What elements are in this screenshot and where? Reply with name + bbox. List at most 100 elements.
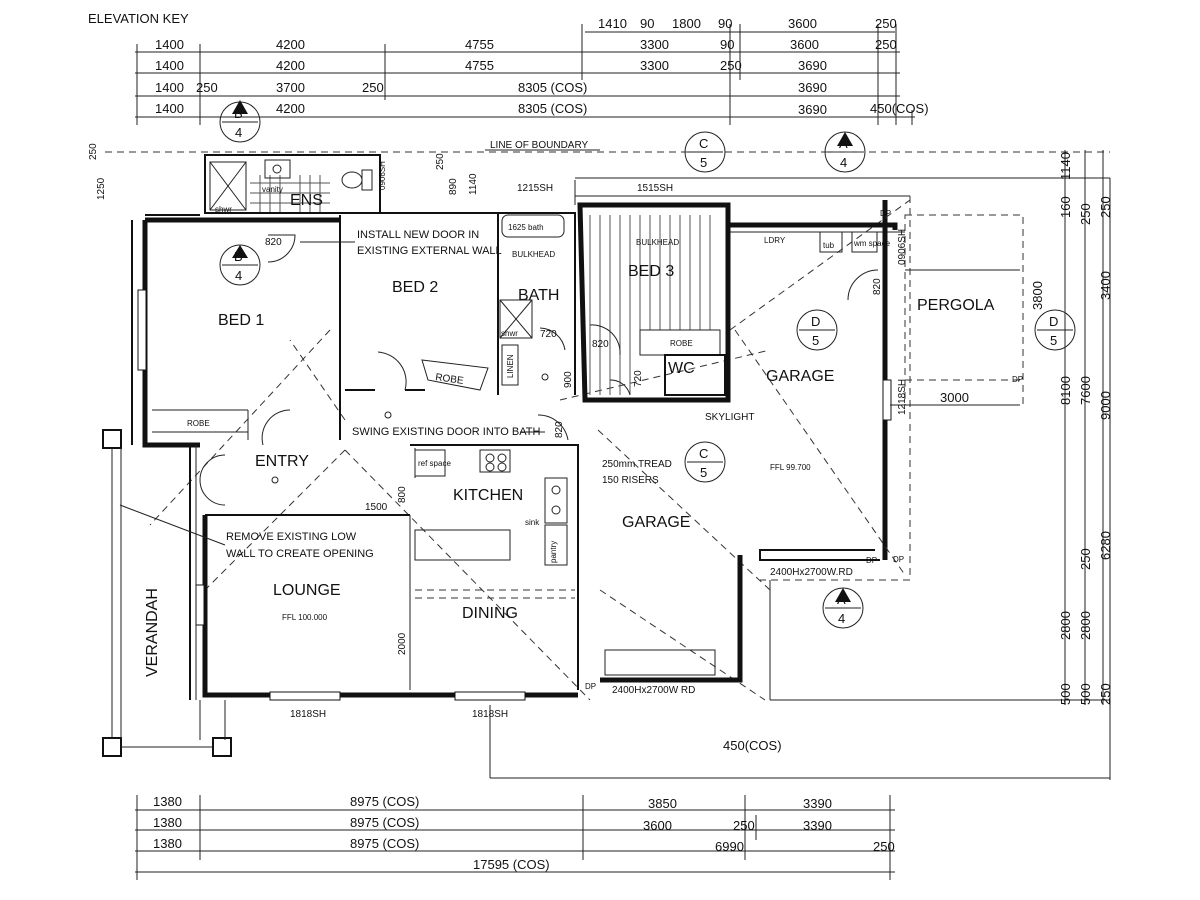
dim-text: 250: [873, 839, 895, 854]
dim-text: 8305 (COS): [518, 101, 587, 116]
linen-label: LINEN: [506, 354, 515, 378]
downpipe-5: DP: [1012, 375, 1023, 384]
ens-shower-label: shwr: [215, 205, 232, 214]
ensuite: shwr vanity ENS 0906SH: [204, 154, 387, 214]
dim-text: 3700: [276, 80, 305, 95]
room-garage-lower: GARAGE: [622, 514, 690, 531]
dim-text: 250: [733, 818, 755, 833]
note-new-door-line2: EXISTING EXTERNAL WALL: [357, 245, 502, 257]
dim-text: 890: [448, 178, 459, 195]
roof-hip-lines: [149, 199, 911, 701]
dim-text: 1410: [598, 16, 627, 31]
dim-text: 4200: [276, 101, 305, 116]
dim-text: 500: [1078, 683, 1093, 705]
overall-length-dim: 17595 (COS): [473, 857, 550, 872]
elevation-marker-a4-bottom: A 4: [822, 587, 864, 629]
dim-text: 250: [1078, 203, 1093, 225]
top-dims-row1: 1400 4200 4755 3300 90 3600 250: [155, 37, 897, 52]
marker-number: 4: [840, 155, 847, 170]
marker-number: 5: [700, 465, 707, 480]
marker-number: 4: [235, 125, 242, 140]
room-lounge: LOUNGE: [273, 582, 341, 599]
laundry-label: LDRY: [764, 236, 786, 245]
dim-text: 1800: [672, 16, 701, 31]
dim-text: 2800: [1058, 611, 1073, 640]
bed1-robe-label: ROBE: [187, 419, 210, 428]
dim-text: 250: [1098, 683, 1113, 705]
room-ens: ENS: [290, 192, 323, 209]
ens-vanity-label: vanity: [262, 185, 283, 194]
dim-text: 250: [88, 143, 99, 160]
dim-text: 250: [1098, 196, 1113, 218]
window-0906sh-ldry: 0906SH: [897, 229, 908, 265]
dim-text: 3850: [648, 796, 677, 811]
ref-space-label: ref space: [418, 459, 451, 468]
dim-text: 4755: [465, 58, 494, 73]
dim-text: 1400: [155, 80, 184, 95]
downpipe-3: DP: [585, 682, 596, 691]
dim-text: 500: [1058, 683, 1073, 705]
fixture-labels: 1215SH 1515SH 1625 bath BULKHEAD BULKHEA…: [187, 183, 1023, 753]
marker-letter: B: [234, 249, 243, 264]
dim-text: 8975 (COS): [350, 815, 419, 830]
dim-text: 3600: [788, 16, 817, 31]
dim-text: 3690: [798, 80, 827, 95]
bed3-robe-label: ROBE: [670, 339, 693, 348]
dim-text: 3600: [643, 818, 672, 833]
internal-dims: 820 720 820 720 900 820 820 1500 800 200…: [88, 143, 1045, 655]
dim-text: 8975 (COS): [350, 836, 419, 851]
bed2-robe-label: ROBE: [435, 372, 465, 387]
garage-door-upper-label: 2400Hx2700W.RD: [770, 567, 853, 578]
dim-text: 90: [640, 16, 654, 31]
bath-1625-label: 1625 bath: [508, 223, 544, 232]
ens-window-label: 0906SH: [378, 161, 387, 190]
marker-letter: A: [837, 592, 846, 607]
dim-text: 8100: [1058, 376, 1073, 405]
stair-tread-label: 250mm TREAD: [602, 459, 672, 470]
dim-text: 7600: [1078, 376, 1093, 405]
dim-text: 3800: [1030, 281, 1045, 310]
stair-riser-label: 150 RISERS: [602, 475, 659, 486]
downpipe-2: DP: [866, 556, 877, 565]
marker-letter: C: [699, 446, 708, 461]
marker-letter: A: [839, 136, 848, 151]
dim-text: 3300: [640, 58, 669, 73]
dim-text: 1400: [155, 37, 184, 52]
cos-450-label: 450(COS): [723, 738, 782, 753]
dim-text: 450(COS): [870, 101, 929, 116]
bottom-dimension-lines: [135, 795, 895, 880]
room-bed-2: BED 2: [392, 279, 438, 296]
bottom-dims-row2: 1380 8975 (COS) 3600 250 3390: [153, 815, 832, 833]
dim-text: 160: [1058, 196, 1073, 218]
dim-text: 1500: [365, 502, 388, 513]
dim-text: 1250: [96, 177, 107, 200]
dim-text: 3390: [803, 818, 832, 833]
elevation-marker-b4-bed1: B 4: [219, 244, 261, 286]
bed3-bulkhead-label: BULKHEAD: [636, 238, 679, 247]
room-dining: DINING: [462, 605, 518, 622]
downpipe-1: DP: [880, 209, 891, 218]
dim-text: 3400: [1098, 271, 1113, 300]
pantry-label: pantry: [549, 541, 558, 563]
dim-text: 820: [265, 237, 282, 248]
marker-letter: B: [234, 106, 243, 121]
dim-text: 250: [720, 58, 742, 73]
wm-space-label: wm space: [853, 239, 891, 248]
elevation-key-title: ELEVATION KEY: [88, 11, 189, 26]
dim-text: 3690: [798, 58, 827, 73]
dim-text: 720: [540, 329, 557, 340]
dim-text: 820: [872, 278, 883, 295]
dim-text: 6280: [1098, 531, 1113, 560]
right-dims: 1140 160 250 250 3400 9000 8100 7600 628…: [1058, 150, 1113, 705]
dim-text: 3300: [640, 37, 669, 52]
bottom-dims-row3: 1380 8975 (COS) 6990 250: [153, 836, 895, 854]
dim-text: 250: [435, 153, 446, 170]
dim-text: 250: [1078, 548, 1093, 570]
dim-text: 250: [362, 80, 384, 95]
dim-text: 8305 (COS): [518, 80, 587, 95]
dim-text: 1380: [153, 836, 182, 851]
elevation-marker-b4-top: B 4: [219, 100, 261, 143]
dim-text: 1380: [153, 815, 182, 830]
dim-text: 1380: [153, 794, 182, 809]
